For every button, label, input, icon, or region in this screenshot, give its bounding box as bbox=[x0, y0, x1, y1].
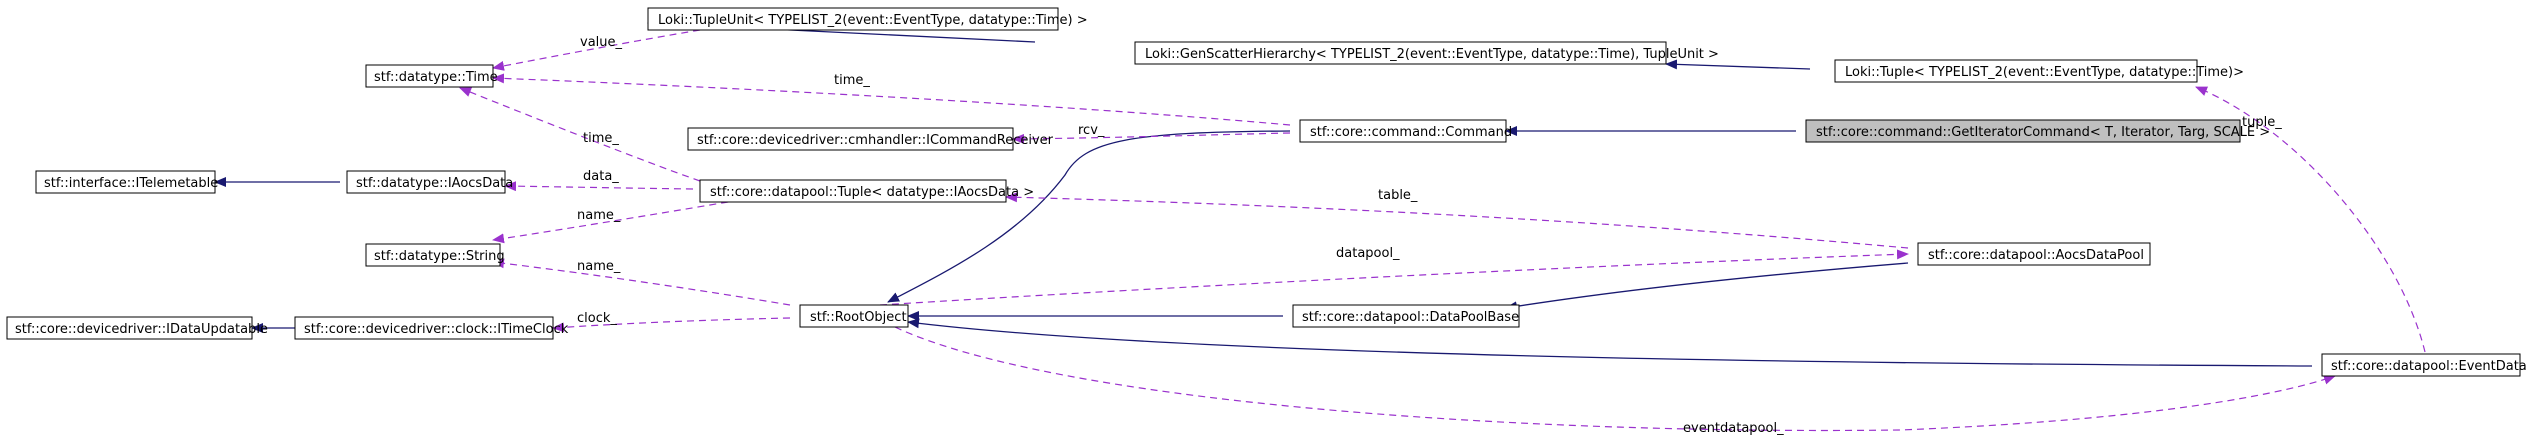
node-loki-tuple[interactable]: Loki::Tuple< TYPELIST_2(event::EventType… bbox=[1834, 59, 2244, 83]
edge-label-name-root: name_ bbox=[577, 259, 621, 274]
edge-eventdatapool-to-rootobject bbox=[907, 318, 2313, 367]
edge-label-time-command: time_ bbox=[834, 73, 870, 88]
edge-command-to-rootobject bbox=[887, 130, 1291, 303]
edge-rootobject-to-string bbox=[492, 258, 791, 306]
svg-text:stf::core::devicedriver::cmhan: stf::core::devicedriver::cmhandler::ICom… bbox=[697, 133, 1054, 148]
edge-label-eventdatapool: eventdatapool_ bbox=[1683, 421, 1784, 436]
edge-rootobject-to-aocsdatapool bbox=[879, 249, 1909, 306]
svg-text:Loki::GenScatterHierarchy< TYP: Loki::GenScatterHierarchy< TYPELIST_2(ev… bbox=[1145, 47, 1719, 62]
node-itelemetable[interactable]: stf::interface::ITelemetable bbox=[35, 170, 218, 194]
node-loki-genscatterhierarchy[interactable]: Loki::GenScatterHierarchy< TYPELIST_2(ev… bbox=[1134, 41, 1719, 65]
edge-label-rcv: rcv_ bbox=[1078, 123, 1105, 138]
node-idataupdatable[interactable]: stf::core::devicedriver::IDataUpdatable bbox=[6, 316, 268, 340]
node-getiteratorcommand[interactable]: stf::core::command::GetIteratorCommand< … bbox=[1805, 119, 2270, 143]
node-aocsdatapool[interactable]: stf::core::datapool::AocsDataPool bbox=[1917, 242, 2151, 266]
edge-label-name-tuple: name_ bbox=[577, 208, 621, 223]
edge-dptuple-to-string bbox=[492, 199, 741, 244]
svg-text:stf::datatype::Time: stf::datatype::Time bbox=[374, 70, 498, 85]
svg-text:stf::core::command::GetIterato: stf::core::command::GetIteratorCommand< … bbox=[1816, 125, 2270, 140]
edge-aocsdatapool-to-datapoolbase bbox=[1505, 262, 1909, 312]
node-datapoolbase[interactable]: stf::core::datapool::DataPoolBase bbox=[1292, 304, 1520, 328]
svg-text:stf::core::datapool::EventData: stf::core::datapool::EventDataPool bbox=[2331, 359, 2528, 374]
edge-command-to-time bbox=[492, 73, 1291, 126]
edge-rootobject-to-eventdatapool bbox=[894, 326, 2336, 432]
node-loki-tupleunit[interactable]: Loki::TupleUnit< TYPELIST_2(event::Event… bbox=[647, 7, 1088, 31]
edge-label-clock: clock_ bbox=[577, 311, 617, 326]
svg-text:stf::datatype::String: stf::datatype::String bbox=[374, 249, 505, 264]
svg-text:stf::datatype::IAocsData: stf::datatype::IAocsData bbox=[356, 176, 513, 191]
node-datapool-tuple[interactable]: stf::core::datapool::Tuple< datatype::IA… bbox=[699, 179, 1034, 203]
node-itimeclock[interactable]: stf::core::devicedriver::clock::ITimeClo… bbox=[294, 316, 569, 340]
edge-label-data: data_ bbox=[583, 169, 619, 184]
edge-label-datapool: datapool_ bbox=[1336, 246, 1400, 261]
edge-labels: value_ time_ rcv_ time_ data_ name_ tabl… bbox=[577, 35, 2282, 436]
edge-label-tuple: tuple_ bbox=[2242, 115, 2282, 130]
svg-text:Loki::Tuple< TYPELIST_2(event:: Loki::Tuple< TYPELIST_2(event::EventType… bbox=[1845, 65, 2244, 80]
node-command[interactable]: stf::core::command::Command bbox=[1299, 119, 1512, 143]
node-datatype-string[interactable]: stf::datatype::String bbox=[365, 243, 505, 267]
edge-label-table: table_ bbox=[1378, 188, 1418, 203]
edge-aocsdatapool-to-dptuple bbox=[1005, 192, 1909, 249]
svg-text:stf::core::datapool::DataPoolB: stf::core::datapool::DataPoolBase bbox=[1302, 310, 1519, 325]
edge-dptuple-to-time bbox=[459, 87, 701, 182]
nodes: Loki::TupleUnit< TYPELIST_2(event::Event… bbox=[6, 7, 2528, 377]
svg-text:stf::core::devicedriver::IData: stf::core::devicedriver::IDataUpdatable bbox=[15, 322, 268, 337]
edge-dptuple-to-iaocsdata bbox=[504, 181, 694, 192]
svg-text:stf::core::datapool::Tuple< da: stf::core::datapool::Tuple< datatype::IA… bbox=[710, 185, 1034, 200]
edge-rootobject-to-itimeclock bbox=[552, 317, 791, 333]
edge-command-to-icmdrecv bbox=[1012, 132, 1291, 144]
node-icommandreceiver[interactable]: stf::core::devicedriver::cmhandler::ICom… bbox=[687, 127, 1054, 151]
edge-tupleunit-to-time-value bbox=[492, 29, 701, 71]
svg-text:stf::interface::ITelemetable: stf::interface::ITelemetable bbox=[44, 176, 218, 191]
svg-text:stf::RootObject: stf::RootObject bbox=[810, 310, 907, 325]
edge-eventdatapool-to-lokituple bbox=[2195, 86, 2426, 353]
node-iaocsdata[interactable]: stf::datatype::IAocsData bbox=[346, 170, 513, 194]
svg-text:Loki::TupleUnit< TYPELIST_2(ev: Loki::TupleUnit< TYPELIST_2(event::Event… bbox=[658, 13, 1088, 28]
svg-text:stf::core::devicedriver::clock: stf::core::devicedriver::clock::ITimeClo… bbox=[304, 322, 569, 337]
usage-edges bbox=[459, 29, 2426, 432]
node-datatype-time[interactable]: stf::datatype::Time bbox=[365, 64, 498, 88]
edge-label-time-tuple: time_ bbox=[583, 131, 619, 146]
edge-label-value: value_ bbox=[580, 35, 623, 50]
node-eventdatapool[interactable]: stf::core::datapool::EventDataPool bbox=[2321, 353, 2528, 377]
svg-text:stf::core::command::Command: stf::core::command::Command bbox=[1310, 125, 1512, 140]
svg-text:stf::core::datapool::AocsDataP: stf::core::datapool::AocsDataPool bbox=[1928, 248, 2144, 263]
node-rootobject[interactable]: stf::RootObject bbox=[799, 304, 909, 328]
edge-lokituple-to-genscatter bbox=[1665, 59, 1811, 70]
